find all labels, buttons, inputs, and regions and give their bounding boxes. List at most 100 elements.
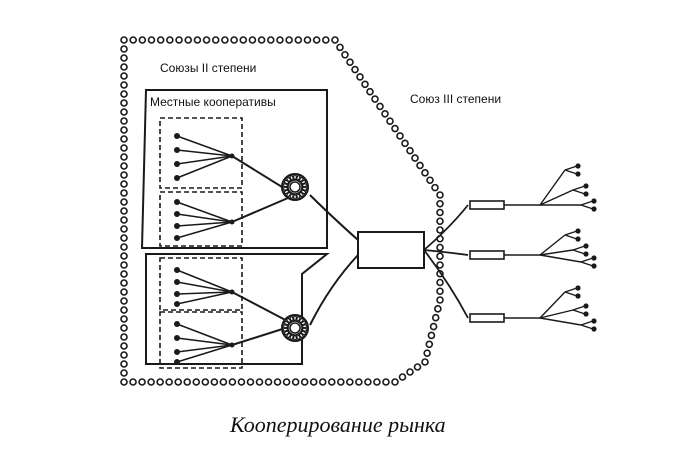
member-dot <box>174 359 180 365</box>
member-dot <box>591 255 597 261</box>
boundary-bead <box>193 36 202 44</box>
boundary-bead <box>401 139 409 148</box>
boundary-bead <box>120 279 128 287</box>
member-dot <box>174 301 180 307</box>
boundary-bead <box>120 216 128 224</box>
boundary-bead <box>356 73 364 81</box>
cooperative-box-4 <box>159 311 243 369</box>
boundary-bead <box>239 36 248 44</box>
boundary-bead <box>264 378 273 386</box>
boundary-bead <box>436 226 444 234</box>
boundary-bead <box>303 36 312 44</box>
boundary-bead <box>120 297 128 305</box>
boundary-bead <box>436 278 444 287</box>
boundary-bead <box>246 378 255 386</box>
member-dot <box>575 163 581 169</box>
boundary-bead <box>406 368 414 376</box>
boundary-bead <box>120 270 128 278</box>
boundary-bead <box>166 36 174 44</box>
member-dot <box>583 191 589 197</box>
boundary-bead <box>425 340 434 349</box>
boundary-bead <box>406 146 414 155</box>
boundary-bead <box>129 36 137 44</box>
boundary-bead <box>120 306 128 314</box>
boundary-bead <box>257 36 266 44</box>
boundary-bead <box>336 378 345 386</box>
member-dot <box>575 293 581 299</box>
distribution-fan <box>423 163 597 332</box>
boundary-bead <box>120 63 128 71</box>
boundary-bead <box>221 36 229 44</box>
boundary-bead <box>120 288 128 296</box>
trunk-lines <box>309 194 359 326</box>
boundary-bead <box>436 287 444 296</box>
boundary-bead <box>120 144 128 152</box>
boundary-bead <box>282 378 291 386</box>
boundary-bead <box>237 378 246 386</box>
boundary-bead <box>421 358 429 366</box>
member-dot <box>174 335 180 341</box>
local-cooperatives-frame-lower <box>145 253 330 365</box>
boundary-bead <box>183 378 192 386</box>
diagram-caption: Кооперирование рынка <box>229 412 446 437</box>
boundary-bead <box>120 252 128 260</box>
member-dot <box>591 318 597 324</box>
boundary-bead <box>436 191 444 199</box>
member-dot <box>591 326 597 332</box>
member-dot <box>174 223 180 229</box>
boundary-bead <box>120 126 128 134</box>
boundary-bead <box>210 378 219 386</box>
boundary-bead <box>434 305 442 313</box>
member-dot <box>575 236 581 242</box>
boundary-bead <box>361 80 369 89</box>
member-dot <box>174 199 180 205</box>
boundary-bead <box>300 378 309 386</box>
boundary-bead <box>309 378 318 386</box>
boundary-bead <box>147 36 156 44</box>
boundary-bead <box>436 243 444 252</box>
boundary-bead <box>120 189 128 197</box>
boundary-bead <box>346 378 354 386</box>
boundary-bead <box>355 378 363 386</box>
member-dot <box>591 198 597 204</box>
boundary-bead <box>219 378 228 386</box>
union-boundary-dotted <box>120 36 444 386</box>
label-union-2: Союзы II степени <box>160 61 256 75</box>
boundary-bead <box>138 36 147 44</box>
boundary-bead <box>398 373 407 381</box>
boundary-bead <box>429 322 438 331</box>
connector-block <box>469 313 505 323</box>
member-dot <box>174 147 180 153</box>
boundary-bead <box>138 378 146 386</box>
boundary-bead <box>174 378 182 386</box>
boundary-bead <box>156 36 165 44</box>
boundary-bead <box>120 45 128 53</box>
boundary-bead <box>120 315 128 323</box>
boundary-bead <box>431 183 439 192</box>
boundary-bead <box>436 252 444 261</box>
boundary-bead <box>120 171 128 179</box>
boundary-bead <box>291 378 300 386</box>
member-dot <box>174 321 180 327</box>
coiled-ring-icon <box>281 173 309 201</box>
boundary-bead <box>421 169 429 177</box>
boundary-bead <box>120 342 128 350</box>
member-dot <box>174 279 180 285</box>
member-dot <box>174 161 180 167</box>
boundary-bead <box>228 378 237 386</box>
connector-block <box>469 250 505 260</box>
boundary-bead <box>381 110 389 118</box>
boundary-bead <box>266 36 275 44</box>
boundary-bead <box>120 162 128 170</box>
boundary-bead <box>120 90 128 98</box>
boundary-bead <box>202 36 211 44</box>
boundary-bead <box>147 378 155 386</box>
local-cooperatives-frame <box>140 89 328 249</box>
boundary-bead <box>120 180 128 188</box>
boundary-bead <box>120 72 128 80</box>
boundary-bead <box>201 378 210 386</box>
member-dot <box>174 349 180 355</box>
boundary-bead <box>371 95 379 103</box>
connector-block <box>469 200 505 210</box>
